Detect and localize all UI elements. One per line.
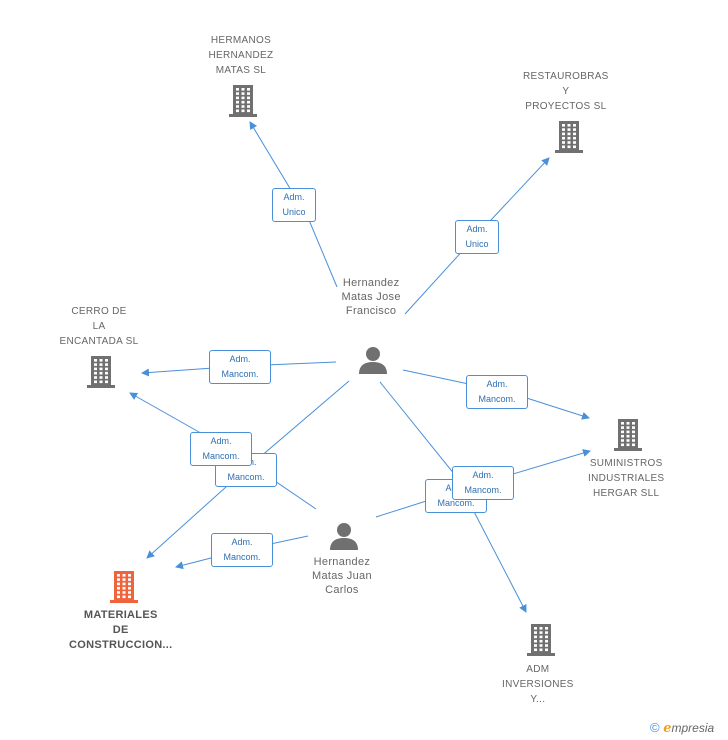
relation-label-line: Mancom.	[202, 451, 240, 461]
relation-label-line: Adm.	[283, 192, 305, 202]
name-line: PROYECTOS SL	[525, 100, 607, 112]
copyright-symbol: ©	[650, 720, 660, 735]
relation-label-carlos-suministros[interactable]: Adm. Mancom.	[452, 466, 514, 500]
relation-label-francisco-hermanos[interactable]: Adm. Unico	[272, 188, 316, 222]
relation-label-francisco-restaurobras[interactable]: Adm. Unico	[455, 220, 499, 254]
person-icon[interactable]	[329, 521, 359, 556]
company-name-materiales[interactable]: MATERIALES DE CONSTRUCCION...	[69, 608, 173, 653]
relation-label-francisco-cerro[interactable]: Adm. Mancom.	[209, 350, 271, 384]
name-line: LA	[92, 320, 106, 332]
relation-label-line: Mancom.	[221, 369, 259, 379]
building-icon[interactable]	[85, 355, 117, 394]
relation-label-francisco-suministros[interactable]: Adm. Mancom.	[466, 375, 528, 409]
relation-label-line: Adm.	[486, 379, 508, 389]
name-line: Matas Jose	[341, 291, 401, 303]
name-line: Francisco	[345, 305, 397, 317]
name-line: RESTAUROBRAS	[523, 70, 609, 82]
relation-label-line: Adm.	[210, 436, 232, 446]
company-name-suministros[interactable]: SUMINISTROS INDUSTRIALES HERGAR SLL	[588, 456, 664, 501]
name-line: MATAS SL	[215, 64, 267, 76]
name-line: DE	[112, 624, 129, 636]
building-icon[interactable]	[612, 418, 644, 457]
building-icon[interactable]	[227, 84, 259, 123]
brand-logo-text: mpresia	[671, 721, 715, 735]
relation-label-line: Unico	[282, 207, 306, 217]
name-line: HERGAR SLL	[593, 488, 660, 499]
relation-label-carlos-cerro[interactable]: Adm. Mancom.	[190, 432, 252, 466]
name-line: ENCANTADA SL	[59, 335, 139, 347]
name-line: INDUSTRIALES	[588, 473, 665, 484]
relation-label-line: Mancom.	[437, 498, 475, 508]
name-line: Y...	[530, 694, 546, 705]
name-line: SUMINISTROS	[589, 458, 663, 469]
relation-label-line: Adm.	[472, 470, 494, 480]
name-line: ADM	[526, 664, 550, 675]
building-icon[interactable]	[553, 120, 585, 159]
person-icon[interactable]	[358, 345, 388, 380]
name-line: CONSTRUCCION...	[69, 639, 173, 651]
name-line: CERRO DE	[71, 305, 127, 317]
relation-label-line: Mancom.	[478, 394, 516, 404]
name-line: Matas Juan	[312, 570, 372, 582]
relation-label-line: Mancom.	[223, 552, 261, 562]
name-line: Hernandez	[313, 556, 371, 568]
name-line: MATERIALES	[83, 609, 158, 621]
company-name-restaurobras[interactable]: RESTAUROBRAS Y PROYECTOS SL	[523, 69, 609, 114]
relation-label-line: Adm.	[231, 537, 253, 547]
relation-label-carlos-materiales[interactable]: Adm. Mancom.	[211, 533, 273, 567]
company-name-cerro[interactable]: CERRO DE LA ENCANTADA SL	[60, 304, 139, 349]
company-name-hermanos[interactable]: HERMANOS HERNANDEZ MATAS SL	[209, 33, 274, 78]
relation-label-line: Adm.	[229, 354, 251, 364]
name-line: HERNANDEZ	[208, 49, 274, 61]
name-line: Carlos	[325, 584, 359, 596]
relation-label-line: Adm.	[466, 224, 488, 234]
relation-label-line: Unico	[465, 239, 489, 249]
relation-label-line: Mancom.	[227, 472, 265, 482]
name-line: INVERSIONES	[502, 679, 574, 690]
copyright: © empresia	[650, 720, 714, 736]
relation-label-line: Mancom.	[464, 485, 502, 495]
name-line: Y	[562, 85, 570, 97]
building-icon[interactable]	[108, 570, 140, 609]
brand-logo-initial: e	[663, 721, 672, 736]
company-name-adm[interactable]: ADM INVERSIONES Y...	[502, 662, 574, 707]
name-line: Hernandez	[342, 277, 400, 289]
name-line: HERMANOS	[210, 34, 272, 46]
building-icon[interactable]	[525, 623, 557, 662]
